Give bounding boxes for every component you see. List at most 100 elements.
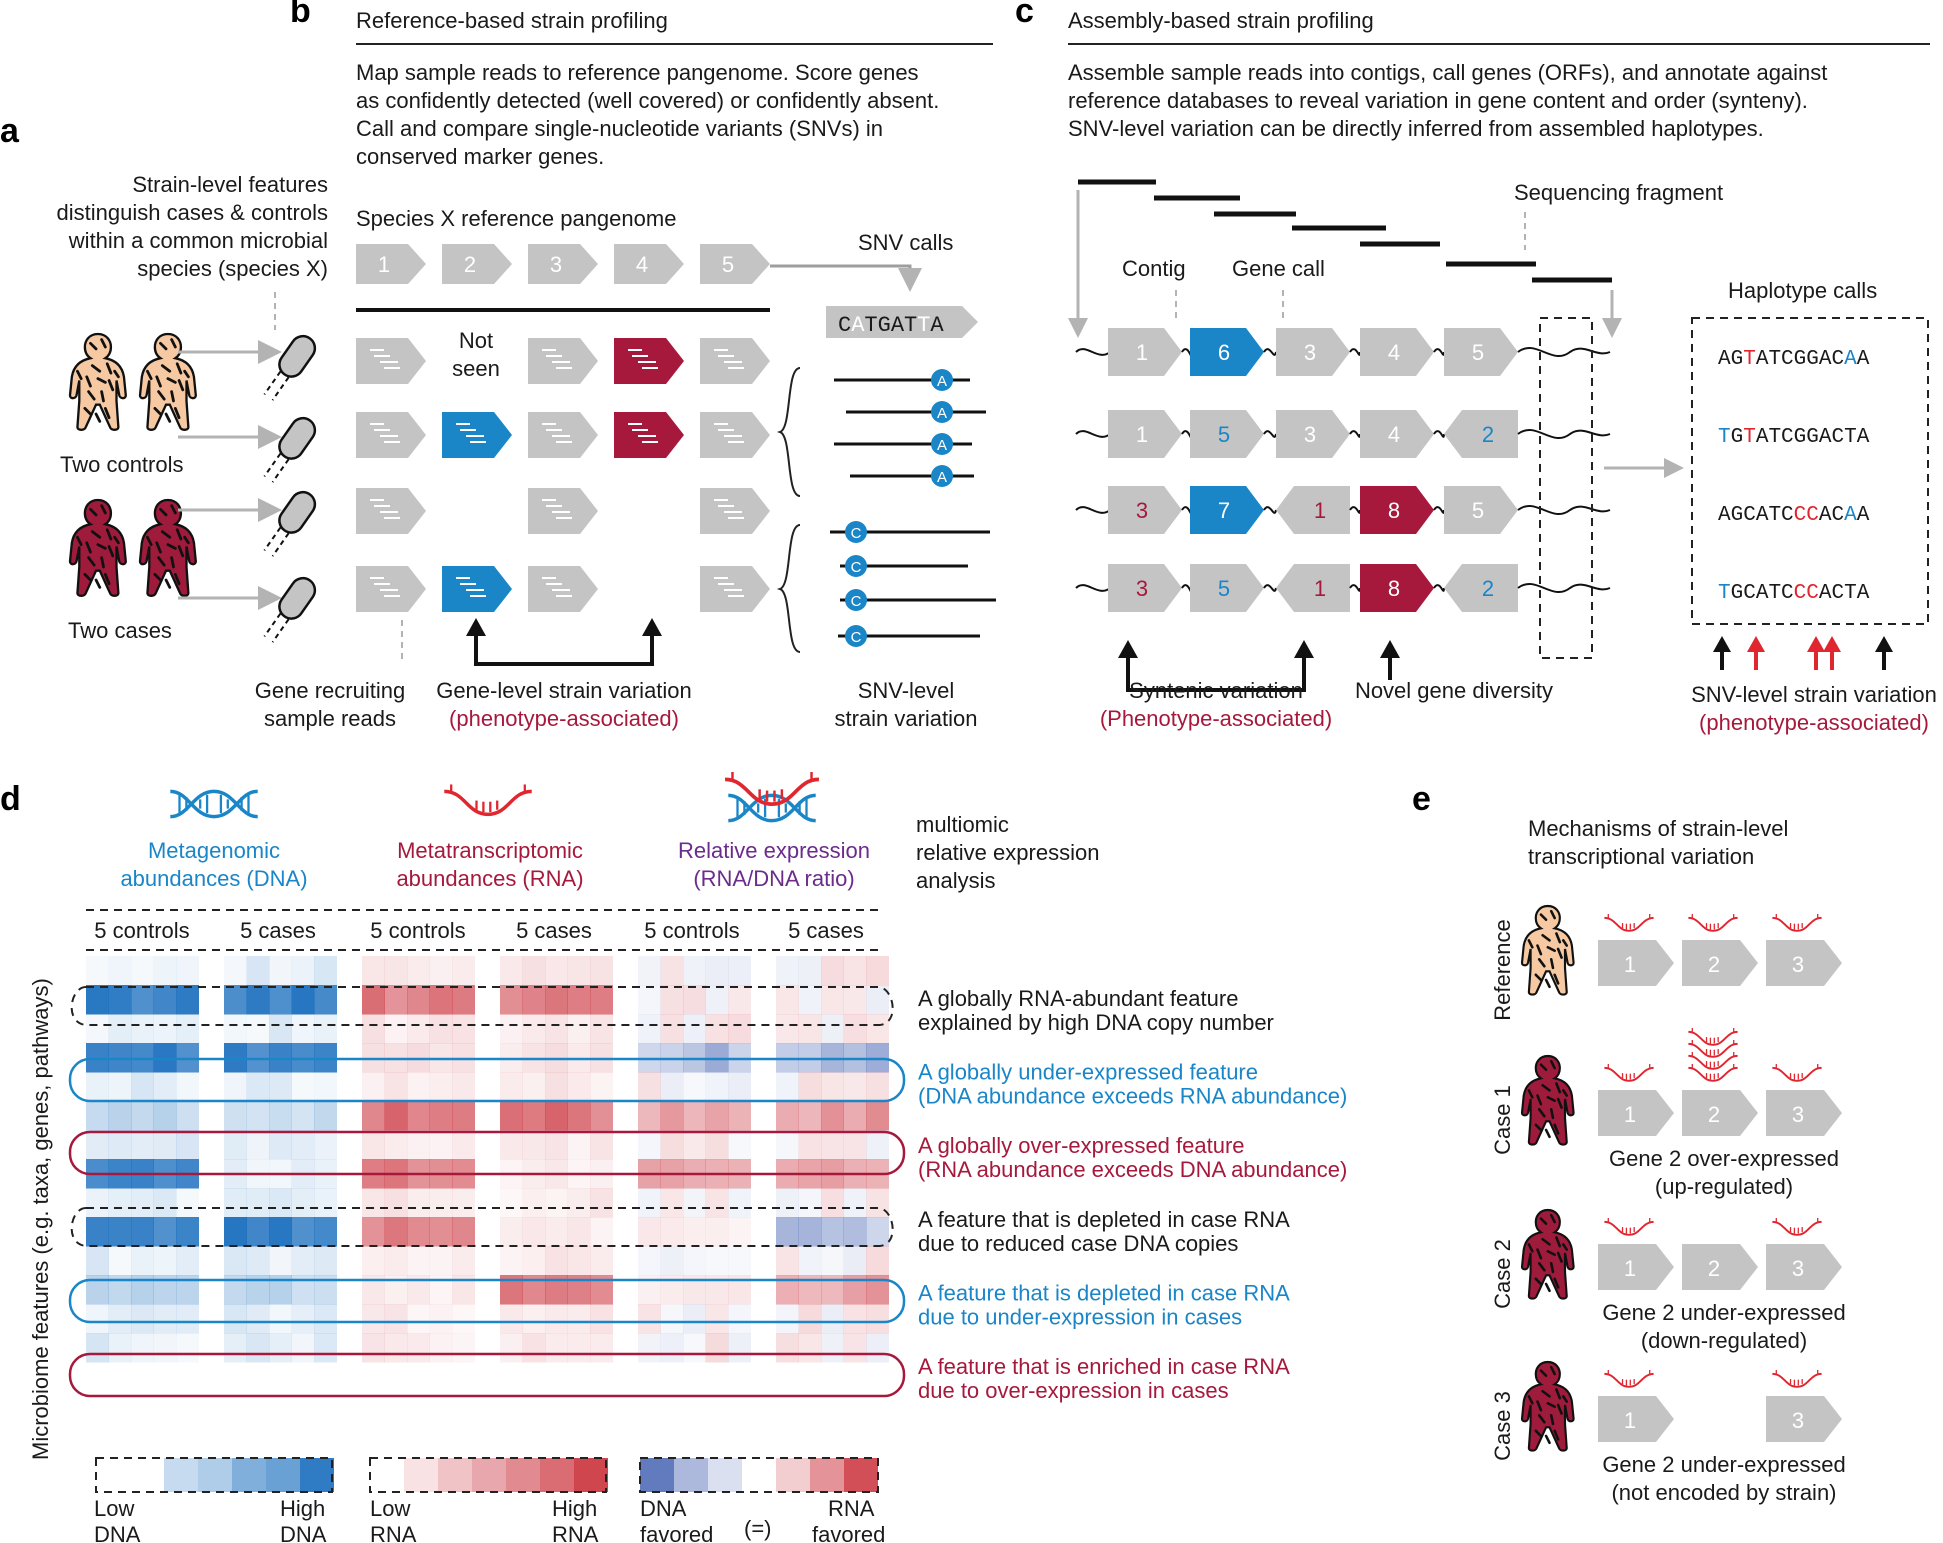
heatmap-cell bbox=[545, 1072, 568, 1102]
gene-arrow bbox=[1682, 940, 1758, 986]
legend-label: High bbox=[552, 1496, 597, 1521]
heatmap-cell bbox=[705, 1217, 729, 1247]
heatmap-cell bbox=[384, 1130, 408, 1160]
snv-base: A bbox=[937, 373, 947, 390]
panel-c-title: Assembly-based strain profiling bbox=[1068, 8, 1374, 33]
group-label: 5 controls bbox=[370, 918, 465, 943]
reference-gene bbox=[356, 244, 426, 284]
heatmap-cell bbox=[86, 1304, 109, 1334]
haplotype-sequence: TGTATCGGACTA bbox=[1718, 426, 1870, 449]
heatmap-cell bbox=[224, 956, 247, 986]
reference-gene bbox=[528, 244, 598, 284]
contig-line bbox=[1349, 348, 1361, 356]
heatmap-cell bbox=[500, 956, 523, 986]
heatmap-cell bbox=[108, 1217, 132, 1247]
haplotype-calls: AGTATCGGACAATGTATCGGACTAAGCATCCCACAATGCA… bbox=[1718, 348, 1870, 605]
person-icon bbox=[68, 332, 127, 431]
snv-marker bbox=[845, 555, 867, 577]
heatmap-cell bbox=[153, 1014, 177, 1044]
heatmap-cell bbox=[776, 1217, 799, 1247]
heatmap-cell bbox=[776, 956, 799, 986]
heatmap-cell bbox=[86, 1014, 109, 1044]
heatmap-cell bbox=[108, 1072, 132, 1102]
panel-d: d Metagenomic abundances (DNA) Metatrans… bbox=[0, 772, 1347, 1543]
snv-base: A bbox=[937, 405, 947, 422]
heatmap-cell bbox=[500, 1072, 523, 1102]
snv-level-label: SNV-level bbox=[858, 678, 955, 703]
heatmap-cell bbox=[866, 1275, 889, 1305]
rna-transcript-icon bbox=[1771, 1370, 1823, 1388]
panel-c: c Assembly-based strain profiling Assemb… bbox=[1015, 0, 1937, 735]
legend-label: Low bbox=[94, 1496, 134, 1521]
dna-rna-icon bbox=[723, 772, 821, 823]
heatmap-cell bbox=[705, 1333, 729, 1363]
heatmap-cell bbox=[429, 1333, 453, 1363]
legend-label: DNA bbox=[94, 1522, 141, 1543]
legend-swatch bbox=[370, 1458, 404, 1492]
heatmap-cell bbox=[246, 1333, 270, 1363]
heatmap-cell bbox=[429, 1304, 453, 1334]
dna-icon bbox=[168, 789, 260, 819]
annotation-line: explained by high DNA copy number bbox=[918, 1010, 1274, 1035]
heatmap-cell bbox=[798, 985, 822, 1015]
feature-outline bbox=[68, 1278, 906, 1324]
heatmap-cell bbox=[705, 1275, 729, 1305]
heatmap-cell bbox=[683, 1275, 706, 1305]
panel-e: e Mechanisms of strain-level transcripti… bbox=[1412, 780, 1846, 1505]
heatmap-cell bbox=[500, 1275, 523, 1305]
heatmap-cell bbox=[638, 956, 661, 986]
heatmap-cell bbox=[728, 1333, 751, 1363]
heatmap-cell bbox=[567, 1304, 591, 1334]
gene-arrow bbox=[1766, 1244, 1842, 1290]
heatmap-cell bbox=[452, 1188, 475, 1218]
heatmap-cell bbox=[429, 1072, 453, 1102]
heatmap-cell bbox=[291, 985, 315, 1015]
reference-gene bbox=[442, 244, 512, 284]
syntenic-label: Syntenic variation bbox=[1129, 678, 1303, 703]
heatmap-cell bbox=[660, 1072, 684, 1102]
legend-swatch bbox=[810, 1458, 844, 1492]
heatmap-cell bbox=[567, 1188, 591, 1218]
heatmap bbox=[86, 956, 889, 1363]
heatmap-cell bbox=[153, 1072, 177, 1102]
heatmap-cell bbox=[590, 1101, 613, 1131]
heatmap-cell bbox=[866, 1014, 889, 1044]
heatmap-cell bbox=[153, 956, 177, 986]
description-line: Call and compare single-nucleotide varia… bbox=[356, 116, 883, 141]
annotation-line: A globally under-expressed feature bbox=[918, 1060, 1258, 1085]
contig-line bbox=[1075, 348, 1111, 356]
heatmap-cell bbox=[866, 1101, 889, 1131]
heatmap-cell bbox=[776, 1101, 799, 1131]
snv-marker bbox=[931, 401, 953, 423]
heatmap-cell bbox=[590, 1188, 613, 1218]
contig-gene bbox=[1190, 564, 1264, 612]
controls-label: Two controls bbox=[60, 452, 184, 477]
heatmap-cell bbox=[153, 1304, 177, 1334]
description-line: Assemble sample reads into contigs, call… bbox=[1068, 60, 1827, 85]
heatmap-cell bbox=[153, 1333, 177, 1363]
snv-arrow-head bbox=[1875, 636, 1893, 652]
heatmap-cell bbox=[269, 1275, 292, 1305]
heatmap-cell bbox=[705, 956, 729, 986]
heatmap-cell bbox=[314, 1246, 337, 1276]
heatmap-cell bbox=[269, 1333, 292, 1363]
annotation-line: A globally RNA-abundant feature bbox=[918, 986, 1238, 1011]
heatmap-cell bbox=[821, 1217, 844, 1247]
legend-frame bbox=[639, 1457, 879, 1493]
heatmap-cell bbox=[798, 1275, 822, 1305]
heatmap-cell bbox=[798, 1014, 822, 1044]
legend-swatch bbox=[574, 1458, 608, 1492]
row-label: Case 1 bbox=[1490, 1085, 1515, 1155]
heatmap-cell bbox=[798, 1101, 822, 1131]
heatmap-cell bbox=[821, 985, 844, 1015]
heatmap-cell bbox=[362, 1072, 385, 1102]
heatmap-cell bbox=[362, 1275, 385, 1305]
heatmap-cell bbox=[407, 1014, 430, 1044]
haplotype-title: Haplotype calls bbox=[1728, 278, 1877, 303]
gene-number: 1 bbox=[1624, 1256, 1636, 1281]
heatmap-cell bbox=[638, 1275, 661, 1305]
heatmap-cell bbox=[545, 1333, 568, 1363]
legend-swatch bbox=[438, 1458, 472, 1492]
